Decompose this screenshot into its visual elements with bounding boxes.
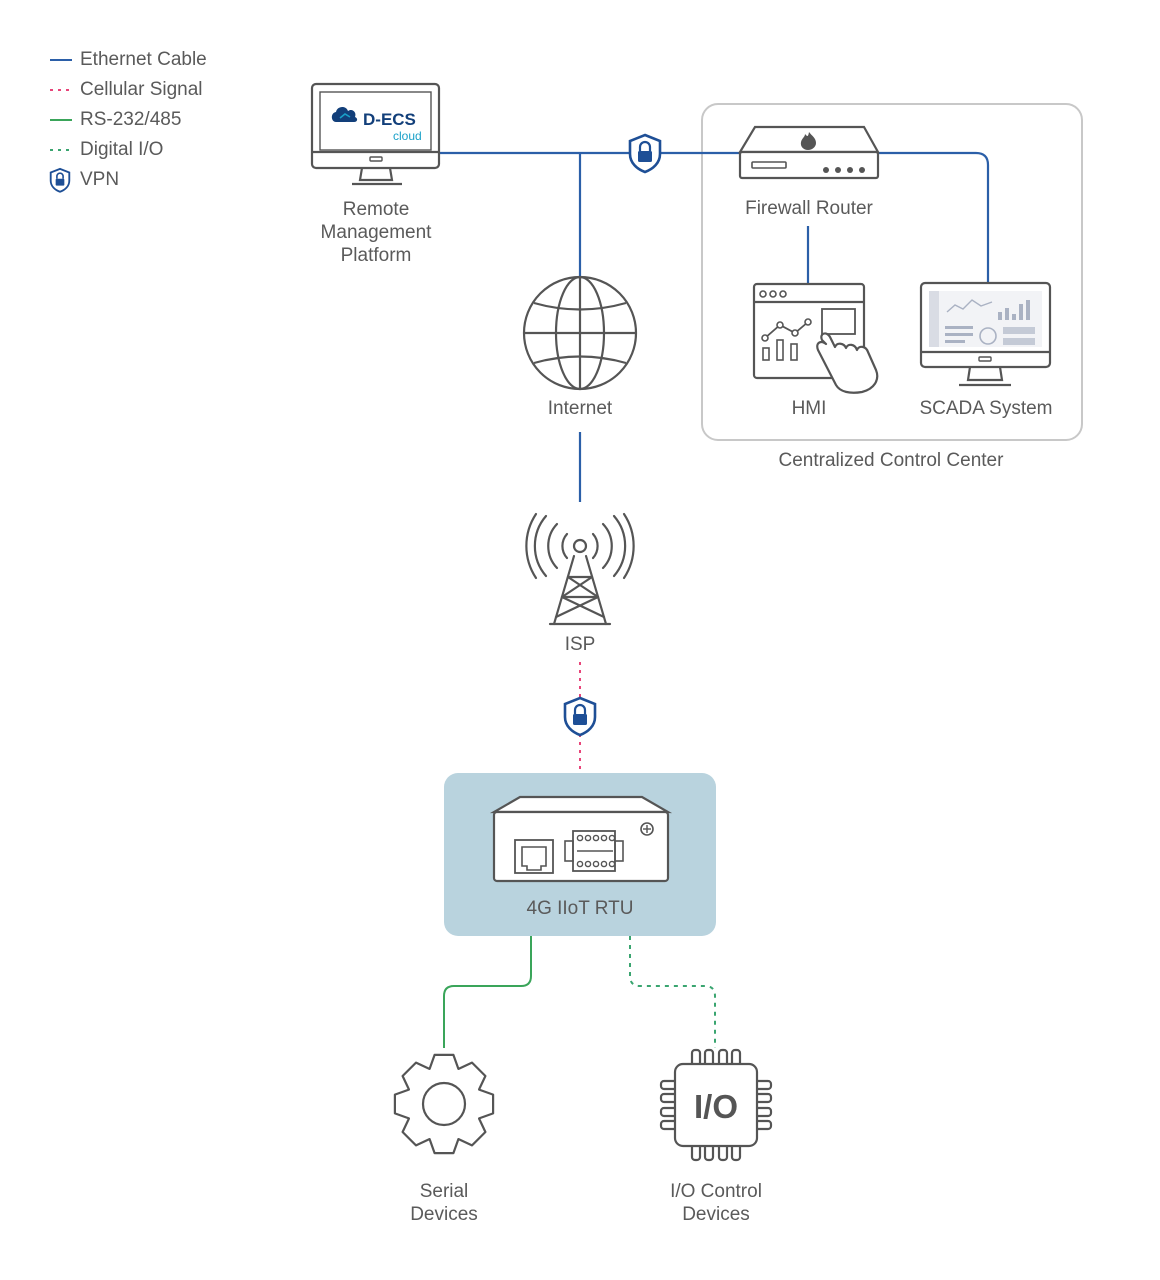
serial-devices-label: Serial Devices: [374, 1180, 514, 1226]
legend-item-rs: RS-232/485: [80, 108, 181, 132]
legend-label-ethernet: Ethernet Cable: [80, 49, 207, 70]
io-control-devices-label-line: Devices: [682, 1204, 750, 1225]
legend-label-cellular: Cellular Signal: [80, 79, 203, 100]
scada-label: SCADA System: [919, 398, 1053, 419]
internet-label: Internet: [547, 398, 613, 419]
rs485-link: [443, 936, 532, 1048]
control-center-label: Centralized Control Center: [778, 450, 1004, 471]
isp-label: ISP: [564, 634, 596, 655]
cell-tower-icon: [525, 512, 635, 626]
legend-vpn-shield-icon: [49, 167, 71, 193]
rtu-device-icon: [489, 795, 673, 883]
rtu-label: 4G IIoT RTU: [526, 898, 634, 919]
hand-pointer-icon: [816, 332, 879, 394]
gear-icon: [393, 1053, 495, 1155]
remote-platform-label: Remote Management Platform: [296, 198, 456, 267]
vpn-shield-icon: [628, 133, 662, 174]
legend-label-vpn: VPN: [80, 169, 120, 190]
firewall-router-icon: [738, 125, 880, 180]
serial-devices-label-line: Devices: [410, 1204, 478, 1225]
scada-dashboard: [929, 291, 1042, 347]
remote-platform-label-line: Remote: [342, 199, 410, 220]
io-chip-text: I/O: [694, 1088, 738, 1125]
io-control-devices-label-line: I/O Control: [670, 1181, 762, 1202]
control-center-region: [701, 103, 1083, 441]
io-control-devices-label: I/O Control Devices: [636, 1180, 796, 1226]
vpn-shield-icon: [563, 696, 597, 737]
legend-swatches: [49, 59, 72, 193]
remote-platform-label-line: Management: [320, 222, 432, 243]
decs-brand-text: D-ECS: [363, 110, 416, 129]
serial-devices-label-line: Serial: [419, 1181, 469, 1202]
legend-item-vpn: VPN: [80, 168, 119, 192]
hmi-label: HMI: [791, 398, 827, 419]
ethernet-links: [440, 151, 990, 502]
decs-sub-text: cloud: [393, 129, 422, 143]
legend-label-rs: RS-232/485: [80, 109, 182, 130]
globe-icon: [522, 275, 638, 391]
rtu-terminal-pins: [576, 834, 616, 868]
legend-item-digital: Digital I/O: [80, 138, 163, 162]
legend-item-cellular: Cellular Signal: [80, 78, 203, 102]
router-port-dots: [823, 167, 865, 173]
digital-io-link: [629, 936, 716, 1048]
io-chip-icon: [659, 1048, 773, 1162]
legend-label-digital: Digital I/O: [80, 139, 164, 160]
decs-cloud-logo: D-ECS cloud: [331, 106, 422, 143]
legend-item-ethernet: Ethernet Cable: [80, 48, 207, 72]
remote-platform-label-line: Platform: [340, 245, 412, 266]
firewall-router-label: Firewall Router: [745, 198, 873, 219]
